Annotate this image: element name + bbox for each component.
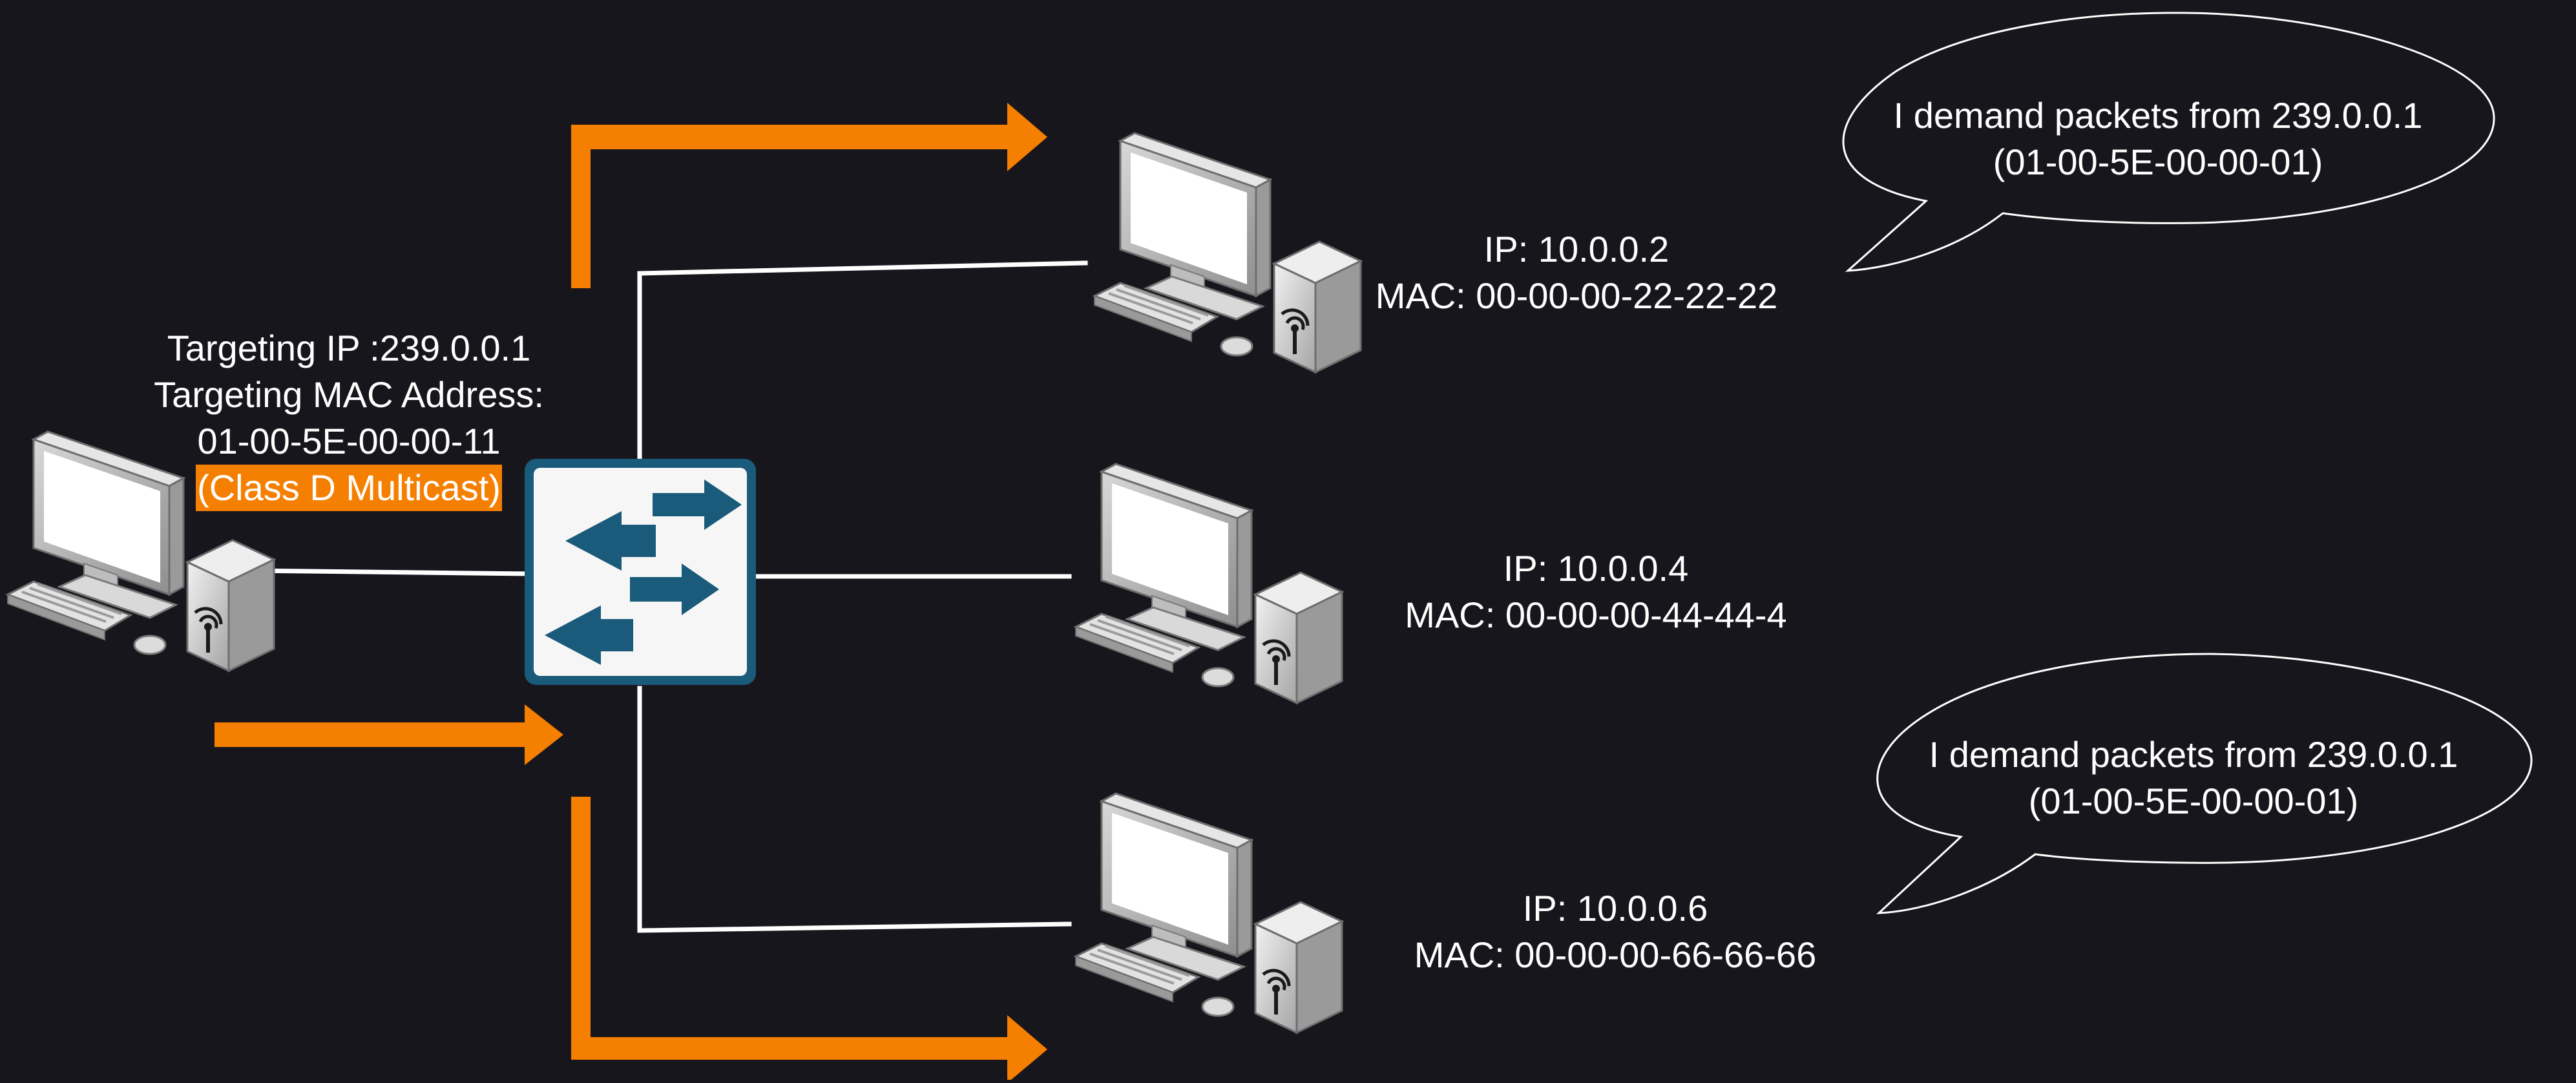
host3-ip: IP: 10.0.0.6	[1522, 888, 1708, 929]
link-sender-switch	[248, 568, 532, 576]
bubble2-line2: (01-00-5E-00-00-01)	[2028, 781, 2359, 821]
speech-bubble-1-text: I demand packets from 239.0.0.1 (01-00-5…	[1861, 92, 2455, 185]
host1-label: IP: 10.0.0.2 MAC: 00-00-00-22-22-22	[1318, 226, 1835, 319]
flow-arrow-bottom	[571, 797, 1047, 1083]
host2-ip: IP: 10.0.0.4	[1503, 548, 1689, 589]
sender-target-ip: Targeting IP :239.0.0.1	[167, 328, 531, 368]
flow-arrow-top	[571, 103, 1047, 288]
network-links	[248, 260, 1088, 933]
host2-mac: MAC: 00-00-00-44-44-4	[1405, 594, 1787, 635]
multicast-class-badge: (Class D Multicast)	[196, 465, 502, 511]
speech-bubble-1	[1842, 12, 2495, 272]
flow-arrow-in	[215, 704, 563, 765]
link-switch-host1	[637, 260, 1088, 463]
multicast-flow-arrows	[215, 103, 1047, 1083]
network-switch-icon	[525, 459, 756, 685]
host3-label: IP: 10.0.0.6 MAC: 00-00-00-66-66-66	[1357, 885, 1874, 978]
host3-computer-icon	[1076, 794, 1342, 1033]
bubble2-line1: I demand packets from 239.0.0.1	[1929, 734, 2458, 775]
host2-computer-icon	[1076, 464, 1342, 703]
host1-mac: MAC: 00-00-00-22-22-22	[1375, 275, 1778, 316]
sender-target-mac: 01-00-5E-00-00-11	[197, 421, 501, 461]
sender-target-mac-heading: Targeting MAC Address:	[154, 374, 544, 415]
host3-mac: MAC: 00-00-00-66-66-66	[1414, 934, 1817, 975]
sender-label: Targeting IP :239.0.0.1 Targeting MAC Ad…	[123, 325, 575, 511]
host1-ip: IP: 10.0.0.2	[1483, 229, 1670, 269]
link-switch-host3	[637, 686, 1072, 933]
bubble1-line1: I demand packets from 239.0.0.1	[1893, 95, 2423, 136]
speech-bubble-2	[1876, 653, 2533, 914]
host2-label: IP: 10.0.0.4 MAC: 00-00-00-44-44-4	[1337, 545, 1854, 638]
bubble1-line2: (01-00-5E-00-00-01)	[1993, 142, 2323, 182]
speech-bubble-2-text: I demand packets from 239.0.0.1 (01-00-5…	[1896, 731, 2491, 825]
